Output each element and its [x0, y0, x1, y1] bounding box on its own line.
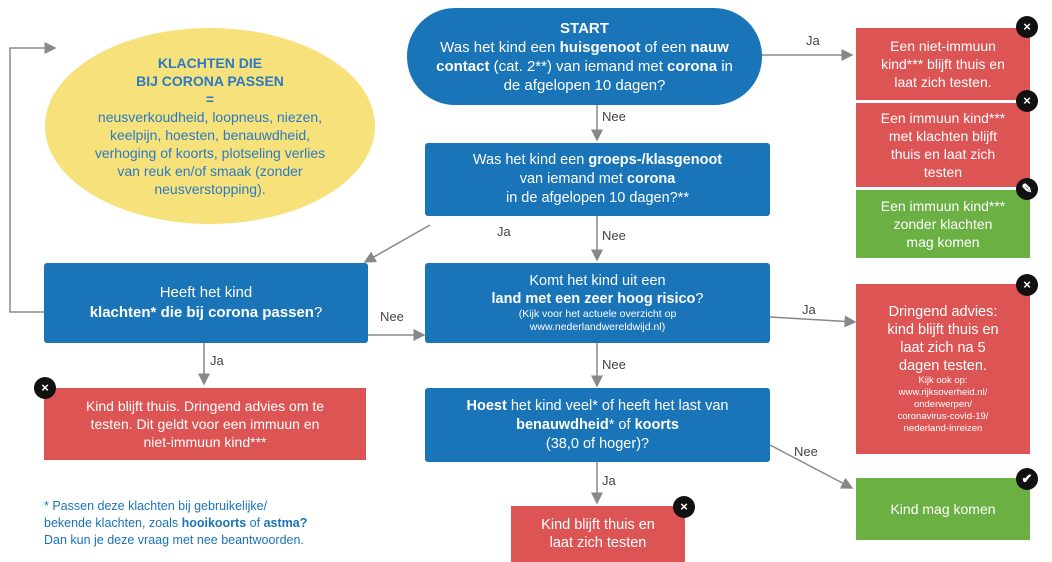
close-icon: × — [1016, 274, 1038, 296]
label-ja-start: Ja — [806, 33, 820, 48]
label-nee-start: Nee — [602, 109, 626, 124]
klachten-bubble: KLACHTEN DIE BIJ CORONA PASSEN = neusver… — [45, 28, 375, 224]
start-title: START — [560, 19, 609, 37]
label-ja-hoest: Ja — [602, 473, 616, 488]
land-risico-node: Komt het kind uit een land met een zeer … — [425, 263, 770, 343]
label-nee-land: Nee — [602, 357, 626, 372]
label-ja-klachten: Ja — [210, 353, 224, 368]
label-nee-groep: Nee — [602, 228, 626, 243]
klachten-node: Heeft het kind klachten* die bij corona … — [44, 263, 368, 343]
close-icon: × — [673, 496, 695, 518]
close-icon: × — [1016, 16, 1038, 38]
result-thuis-testen: Kind blijft thuis en laat zich testen — [511, 506, 685, 562]
label-nee-hoest: Nee — [794, 444, 818, 459]
result-niet-immuun: Een niet-immuun kind*** blijft thuis en … — [856, 28, 1030, 100]
label-ja-land: Ja — [802, 302, 816, 317]
hoest-node: Hoest het kind veel* of heeft het last v… — [425, 388, 770, 462]
close-icon: × — [34, 377, 56, 399]
footnote: * Passen deze klachten bij gebruikelijke… — [44, 499, 308, 547]
result-kind-blijft-thuis: Kind blijft thuis. Dringend advies om te… — [44, 388, 366, 460]
close-icon: × — [1016, 90, 1038, 112]
label-ja-groep: Ja — [497, 224, 511, 239]
label-nee-klachten: Nee — [380, 309, 404, 324]
check-icon: ✔ — [1016, 468, 1038, 490]
result-kind-mag-komen: Kind mag komen — [856, 478, 1030, 540]
start-node: START Was het kind een huisgenoot of een… — [407, 8, 762, 105]
result-immuun-klachten: Een immuun kind*** met klachten blijft t… — [856, 103, 1030, 187]
result-immuun-zonder: Een immuun kind*** zonder klachten mag k… — [856, 190, 1030, 258]
pencil-icon: ✎ — [1016, 178, 1038, 200]
result-dringend-advies: Dringend advies: kind blijft thuis en la… — [856, 284, 1030, 454]
groepsgenoot-node: Was het kind een groeps-/klasgenoot van … — [425, 143, 770, 216]
